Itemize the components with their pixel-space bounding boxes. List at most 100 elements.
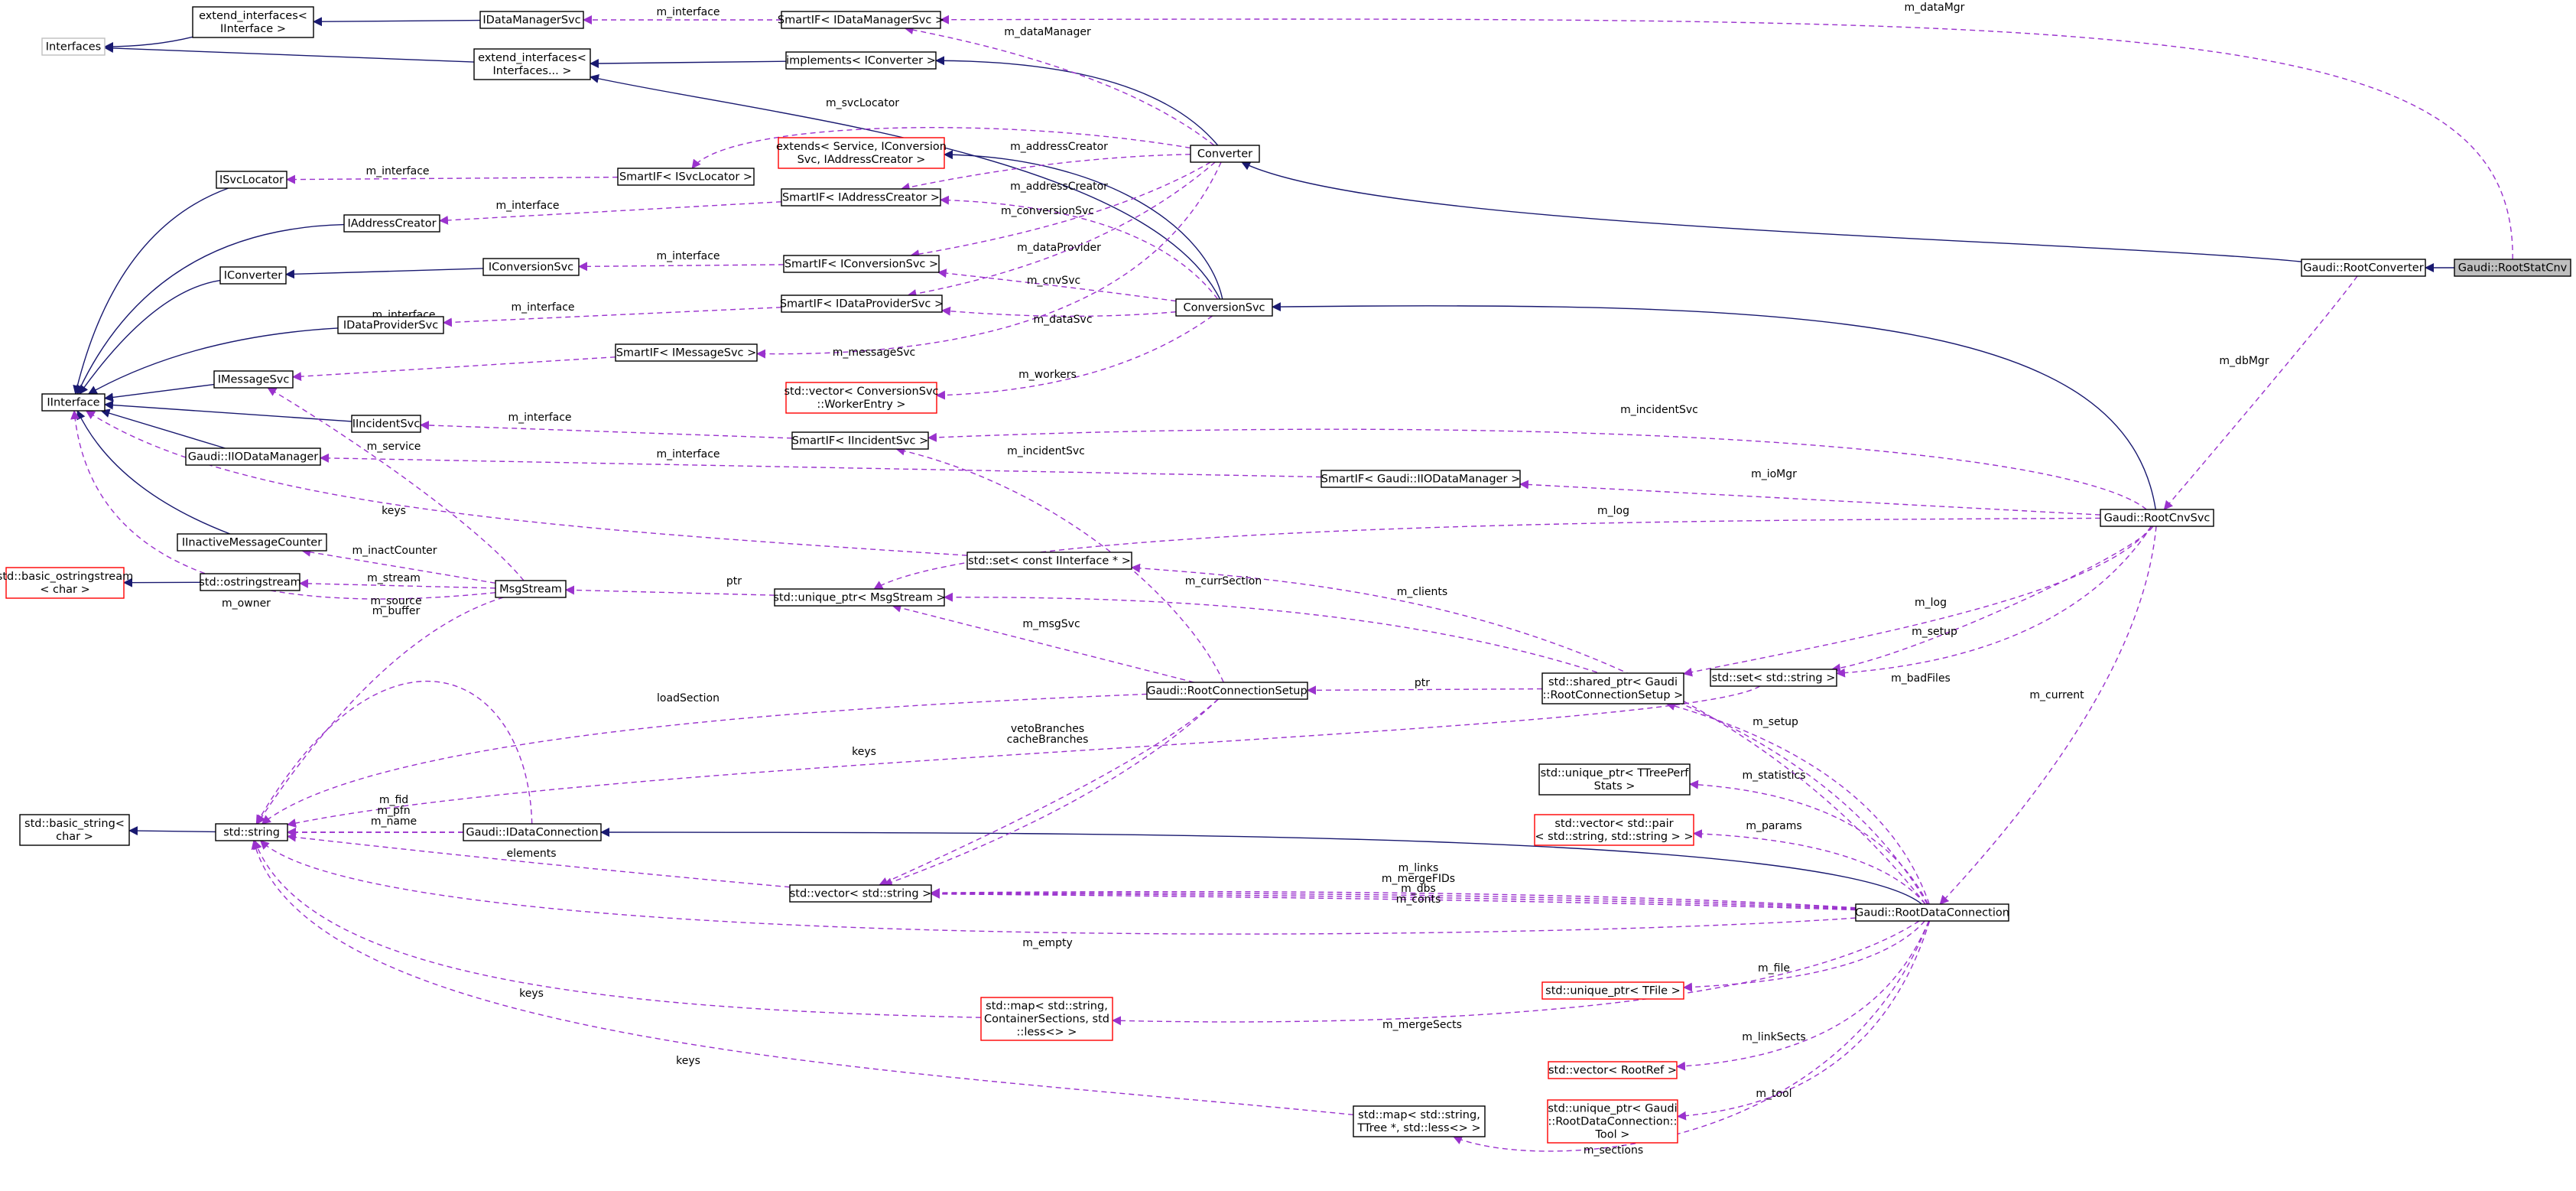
class-node-box [980,997,1113,1041]
class-node-rootcnvsvc[interactable]: Gaudi::RootCnvSvc [2100,509,2214,527]
class-node-set_iif[interactable]: std::set< const IInterface * > [966,552,1132,570]
inheritance-edge-converter-to-impl_icnv [935,56,1219,146]
class-node-box [781,294,943,313]
inheritance-edge-iconvsvc-to-iconverter [285,268,484,279]
usage-edge-msgstream-to-iinactive [301,547,496,584]
class-node-iconverter[interactable]: IConverter [219,266,287,285]
class-node-sp_iaddrcr[interactable]: SmartIF< IAddressCreator > [781,188,941,207]
edge-label-currsection: m_currSection [1185,575,1262,587]
usage-edge-convsvc-to-sp_idataprov [941,306,1177,317]
class-node-vec_string[interactable]: std::vector< std::string > [789,884,932,903]
class-node-box [200,573,300,591]
class-node-idms[interactable]: IDataManagerSvc [479,11,584,29]
edge-label-tool: m_tool [1756,1088,1792,1100]
class-node-box [1541,981,1684,1000]
class-node-sp_idms[interactable]: SmartIF< IDataManagerSvc > [778,11,944,29]
class-node-box [774,588,945,607]
class-node-map_cont[interactable]: std::map< std::string,ContainerSections,… [980,997,1113,1041]
edge-label-incidentsvc_a: m_incidentSvc [1620,404,1698,416]
class-node-converter[interactable]: Converter [1190,145,1260,163]
usage-edge-rootdataconn-to-string [259,840,1856,935]
class-node-sp_iiodm[interactable]: SmartIF< Gaudi::IIODataManager > [1320,470,1521,488]
edge-label-source: m_source [370,595,421,607]
class-node-sp_isvcloc[interactable]: SmartIF< ISvcLocator > [617,168,755,186]
inheritance-edge-ext_ii-to-interfaces [104,36,193,51]
edge-label-iincsvc_use: m_interface [508,412,571,424]
class-node-uptr_msg[interactable]: std::unique_ptr< MsgStream > [773,588,946,607]
class-node-interfaces[interactable]: Interfaces [41,37,106,56]
edge-label-log_b: m_log [1915,597,1947,609]
class-node-box [41,37,106,56]
class-node-idataprov[interactable]: IDataProviderSvc [337,316,444,334]
class-node-sp_imsgsvc[interactable]: SmartIF< IMessageSvc > [615,343,758,362]
edge-label-elements: elements [506,848,556,860]
class-node-label: ::RootDataConnection:: [1548,1116,1677,1128]
class-node-iincsvc[interactable]: IIncidentSvc [351,415,421,433]
class-node-basic_oss[interactable]: std::basic_ostringstream< char > [0,567,133,599]
class-node-extends[interactable]: extends< Service, IConversionSvc, IAddre… [776,137,947,169]
class-node-label: ConversionSvc [1183,302,1265,314]
class-node-box [495,580,567,598]
class-node-imsgsvc[interactable]: IMessageSvc [213,370,294,389]
edge-label-sections: m_sections [1584,1144,1643,1157]
class-node-iconvsvc[interactable]: IConversionSvc [482,258,580,276]
class-node-rootconnsetup[interactable]: Gaudi::RootConnectionSetup [1146,682,1308,700]
class-node-sp_iincsvc[interactable]: SmartIF< IIncidentSvc > [791,431,929,450]
class-node-iiodm[interactable]: Gaudi::IIODataManager [185,447,321,466]
class-node-msgstream[interactable]: MsgStream [495,580,567,598]
class-node-iaddrcr[interactable]: IAddressCreator [343,214,440,233]
class-node-box [1320,470,1521,488]
class-node-label: std::basic_string< [24,818,125,830]
class-node-basic_string[interactable]: std::basic_string<char > [19,814,130,846]
usage-edge-rootcnvsvc-to-shptr_setup [1683,526,2152,677]
usage-edge-sp_iiodm-to-iiodm [320,453,1322,478]
class-node-rootstatcnv[interactable]: Gaudi::RootStatCnv [2454,259,2571,277]
class-node-shptr_setup[interactable]: std::shared_ptr< Gaudi::RootConnectionSe… [1541,672,1684,705]
class-node-sp_iconvsvc[interactable]: SmartIF< IConversionSvc > [783,255,940,273]
class-node-box [1353,1105,1486,1137]
class-node-label: IAddressCreator [347,218,436,230]
usage-edge-rootdataconn-to-vec_string [931,889,1856,911]
class-node-label: extend_interfaces< [478,52,586,64]
class-node-vec_worker[interactable]: std::vector< ConversionSvc::WorkerEntry … [784,382,939,414]
class-node-label: std::unique_ptr< MsgStream > [773,592,945,604]
class-node-uptr_tool[interactable]: std::unique_ptr< Gaudi::RootDataConnecti… [1547,1099,1678,1144]
usage-edge-rootconverter-to-rootcnvsvc [2163,275,2358,510]
class-node-impl_icnv[interactable]: implements< IConverter > [785,51,937,70]
usage-edge-sp_imsgsvc-to-imsgsvc [292,356,616,382]
edge-label-mergesects: m_mergeSects [1382,1019,1462,1031]
class-node-convsvc[interactable]: ConversionSvc [1175,298,1273,317]
class-node-vec_pair[interactable]: std::vector< std::pair< std::string, std… [1534,814,1694,846]
edge-label-name: m_name [371,815,417,828]
inheritance-edge-imsgsvc-to-iinterface [104,383,215,402]
class-node-ostringstream[interactable]: std::ostringstream [199,573,301,591]
class-node-set_string[interactable]: std::set< std::string > [1710,669,1837,687]
class-node-string[interactable]: std::string [215,823,288,841]
class-node-box [1538,763,1691,796]
class-node-rootconverter[interactable]: Gaudi::RootConverter [2301,259,2426,277]
inheritance-edge-iiodm-to-iinterface [100,408,226,449]
class-node-rootdataconn[interactable]: Gaudi::RootDataConnection [1855,903,2009,922]
class-node-uptr_tfile[interactable]: std::unique_ptr< TFile > [1541,981,1684,1000]
class-node-map_ttree[interactable]: std::map< std::string,TTree *, std::less… [1353,1105,1486,1137]
class-node-iinterface[interactable]: IInterface [41,393,106,412]
class-node-label: < std::string, std::string > > [1535,831,1693,843]
class-node-idataconn[interactable]: Gaudi::IDataConnection [463,823,602,841]
class-node-label: < char > [40,584,90,596]
edge-labels-layer: m_interfacem_dataManagerm_dataMgrm_svcLo… [222,2,2269,1157]
usage-edge-convsvc-to-sp_iaddrcr [940,195,1219,300]
class-node-box [783,255,940,273]
edge-label-links: m_links [1398,862,1439,874]
class-node-iinactive[interactable]: IInactiveMessageCounter [177,533,327,552]
class-node-isvcloc[interactable]: ISvcLocator [216,171,287,189]
class-node-vec_rootref[interactable]: std::vector< RootRef > [1548,1061,1678,1079]
class-node-label: IInactiveMessageCounter [182,537,322,549]
class-node-ext_if[interactable]: extend_interfaces<Interfaces... > [473,48,591,80]
class-node-label: Gaudi::RootConnectionSetup [1147,685,1307,698]
class-node-label: Interfaces [46,41,101,54]
inheritance-edge-rootconverter-to-converter [1241,161,2302,262]
class-node-sp_idataprov[interactable]: SmartIF< IDataProviderSvc > [780,294,944,313]
usage-edge-rootdataconn-to-vec_string [931,888,1856,909]
class-node-ext_ii[interactable]: extend_interfaces<IInterface > [192,6,314,38]
